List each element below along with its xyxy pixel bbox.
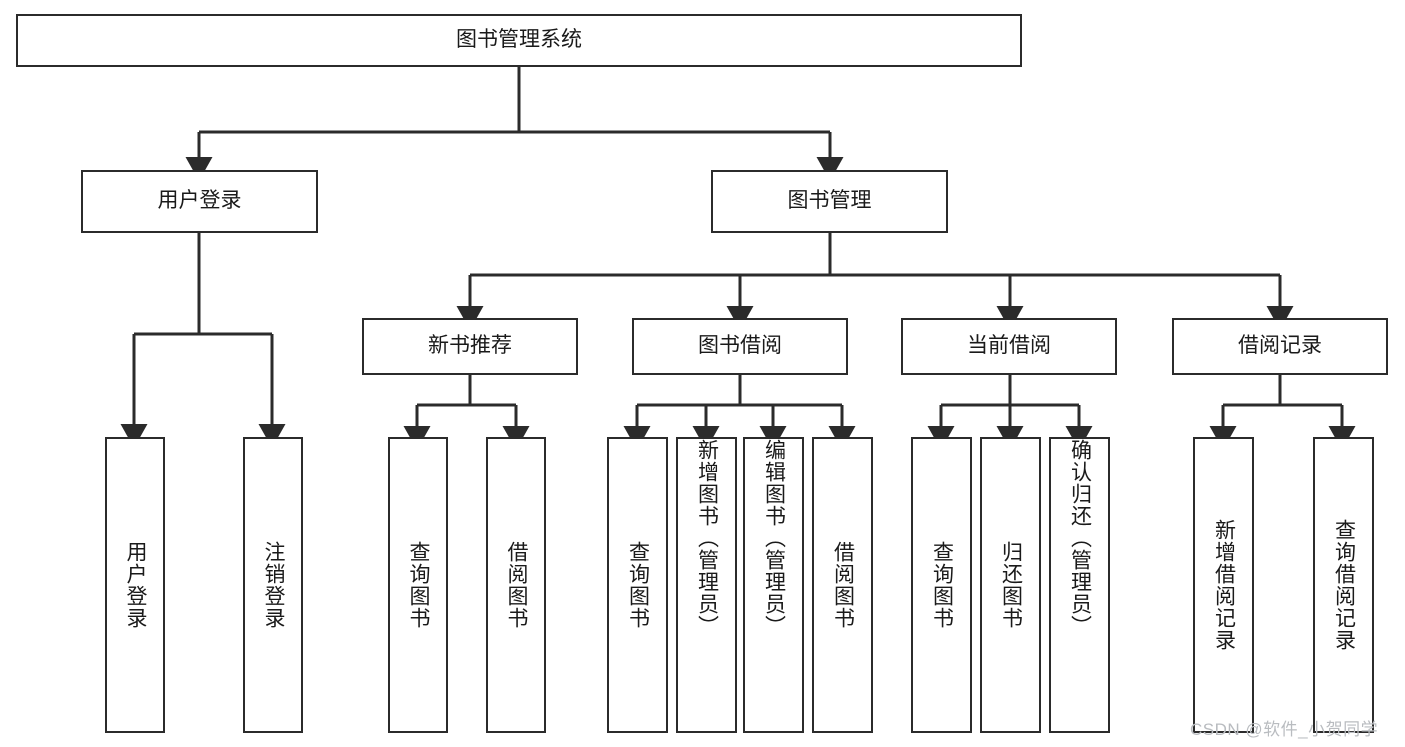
node-label: 编辑图书（管理员） — [762, 439, 786, 637]
leaf-borrow-borrow-books[interactable]: 借阅图书 — [812, 437, 873, 733]
node-label: 图书管理系统 — [456, 28, 582, 52]
watermark-text: CSDN @软件_小贺同学 — [1190, 720, 1379, 739]
leaf-user-login[interactable]: 用户登录 — [105, 437, 165, 733]
leaf-records-add-record[interactable]: 新增借阅记录 — [1193, 437, 1254, 733]
node-label: 新书推荐 — [428, 334, 512, 358]
leaf-newbook-borrow-books[interactable]: 借阅图书 — [486, 437, 546, 733]
node-label: 当前借阅 — [967, 334, 1051, 358]
node-user-login[interactable]: 用户登录 — [81, 170, 318, 233]
node-label: 查询图书 — [930, 541, 954, 629]
node-label: 确认归还（管理员） — [1068, 439, 1092, 637]
leaf-borrow-query-books[interactable]: 查询图书 — [607, 437, 668, 733]
node-borrow-records[interactable]: 借阅记录 — [1172, 318, 1388, 375]
node-label: 用户登录 — [124, 541, 148, 629]
node-book-borrow[interactable]: 图书借阅 — [632, 318, 848, 375]
node-label: 新增图书（管理员） — [695, 439, 719, 637]
node-root-system[interactable]: 图书管理系统 — [16, 14, 1022, 67]
leaf-user-logout[interactable]: 注销登录 — [243, 437, 303, 733]
leaf-borrow-add-book-admin[interactable]: 新增图书（管理员） — [676, 437, 737, 733]
leaf-current-query-books[interactable]: 查询图书 — [911, 437, 972, 733]
leaf-borrow-edit-book-admin[interactable]: 编辑图书（管理员） — [743, 437, 804, 733]
node-book-management[interactable]: 图书管理 — [711, 170, 948, 233]
node-label: 查询借阅记录 — [1332, 519, 1356, 651]
leaf-records-query-record[interactable]: 查询借阅记录 — [1313, 437, 1374, 733]
node-label: 图书借阅 — [698, 334, 782, 358]
node-label: 借阅图书 — [505, 541, 529, 629]
leaf-current-return-books[interactable]: 归还图书 — [980, 437, 1041, 733]
node-label: 借阅图书 — [831, 541, 855, 629]
node-label: 查询图书 — [407, 541, 431, 629]
node-label: 借阅记录 — [1238, 334, 1322, 358]
node-label: 图书管理 — [787, 189, 872, 213]
node-new-book-recommend[interactable]: 新书推荐 — [362, 318, 578, 375]
node-label: 查询图书 — [626, 541, 650, 629]
leaf-newbook-query-books[interactable]: 查询图书 — [388, 437, 448, 733]
node-label: 用户登录 — [157, 189, 242, 213]
node-label: 归还图书 — [999, 541, 1023, 629]
node-current-borrow[interactable]: 当前借阅 — [901, 318, 1117, 375]
node-label: 新增借阅记录 — [1212, 519, 1236, 651]
node-label: 注销登录 — [262, 541, 286, 629]
leaf-current-confirm-return-admin[interactable]: 确认归还（管理员） — [1049, 437, 1110, 733]
